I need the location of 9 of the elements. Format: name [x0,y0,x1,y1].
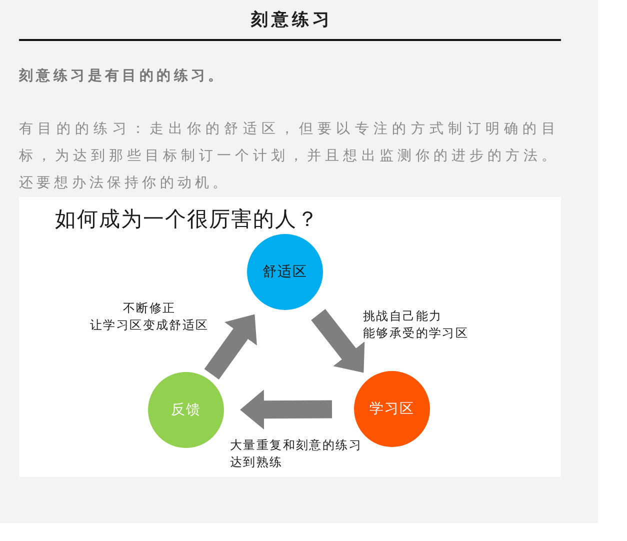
edge-label: 不断修正让学习区变成舒适区 [90,300,209,334]
arrow [240,390,332,430]
illustration-title: 如何成为一个很厉害的人？ [55,206,319,233]
circle-node: 舒适区 [247,234,323,310]
page-title: 刻意练习 [250,9,333,32]
body-paragraph: 有目的的练习：走出你的舒适区，但要以专注的方式制订明确的目标，为达到那些目标制订一个计划，并且想出监测你的进步的方法。还要想办法保持你的动机。 [19,120,559,193]
circle-node: 反馈 [148,372,224,448]
intro-sentence: 刻意练习是有目的的练习。 [19,67,226,85]
edge-label: 挑战自己能力能够承受的学习区 [363,308,469,342]
